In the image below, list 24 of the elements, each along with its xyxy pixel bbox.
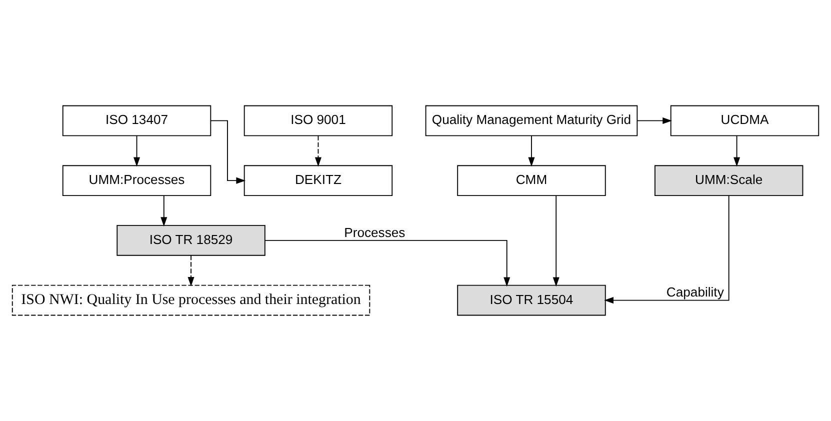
arrow	[528, 135, 535, 167]
node-box: ISO 13407	[62, 105, 212, 136]
node-box: DEKITZ	[244, 165, 393, 196]
node-box: UMM:Scale	[654, 165, 804, 196]
arrow	[604, 195, 730, 304]
node-box: UCDMA	[670, 105, 820, 136]
arrow	[210, 120, 246, 184]
arrow	[160, 195, 168, 227]
edge-label: Processes	[344, 224, 406, 240]
node-box: CMM	[457, 165, 606, 196]
node-box: ISO 9001	[244, 105, 393, 136]
node-box: UMM:Processes	[62, 165, 212, 196]
node-box: Quality Management Maturity Grid	[425, 105, 638, 136]
arrow	[637, 117, 672, 124]
arrow	[734, 135, 740, 167]
node-box: ISO NWI: Quality In Use processes and their integration	[12, 284, 370, 316]
node-box: ISO TR 15504	[457, 284, 606, 316]
arrow	[134, 135, 140, 167]
edge-label: Capability	[666, 284, 724, 300]
arrow	[188, 255, 194, 286]
node-box: ISO TR 18529	[116, 225, 266, 256]
arrow	[264, 240, 510, 287]
arrow	[552, 195, 560, 287]
arrow	[314, 135, 322, 167]
